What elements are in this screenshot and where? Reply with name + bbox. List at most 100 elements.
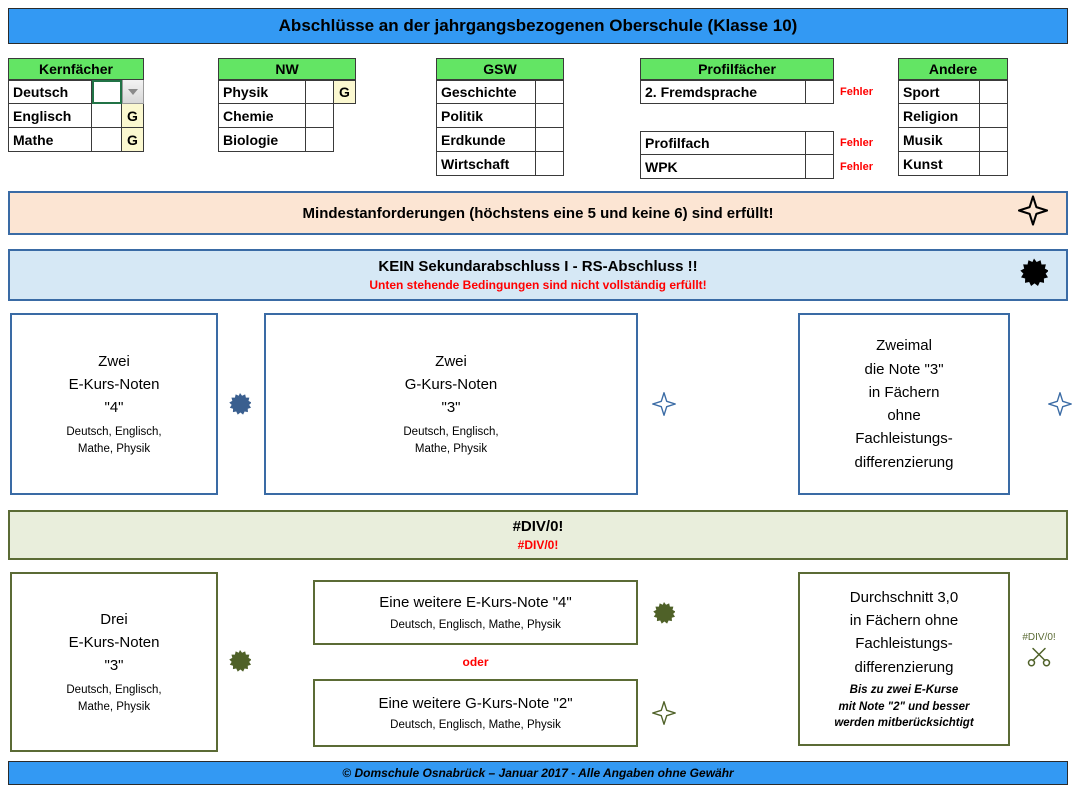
condition-line-3: in Fächern: [868, 383, 940, 401]
table-row: Profilfach Fehler: [640, 131, 890, 155]
sparkle-outline-icon: [652, 392, 676, 416]
condition-line-1: Durchschnitt 3,0: [849, 588, 959, 606]
banner-abschluss-status: KEIN Sekundarabschluss I - RS-Abschluss …: [8, 249, 1068, 301]
table-row: Religion: [898, 104, 1008, 128]
dropdown-button-deutsch[interactable]: [122, 80, 144, 104]
table-nw-header: NW: [218, 58, 356, 80]
condition-subjects-1: Deutsch, Englisch,: [66, 683, 162, 696]
condition-line-5: Fachleistungs-: [855, 430, 953, 448]
grade-input-deutsch[interactable]: [92, 80, 122, 104]
condition-line-3: "3": [441, 399, 461, 417]
grade-input-geschichte[interactable]: [536, 80, 564, 104]
subject-label: Politik: [436, 104, 536, 128]
subject-label: Religion: [898, 104, 980, 128]
table-row: Physik G: [218, 80, 356, 104]
starburst-filled-icon: [229, 393, 251, 415]
table-row: WPK Fehler: [640, 155, 890, 179]
condition-line-4: differenzierung: [854, 658, 954, 676]
table-kernfaecher: Kernfächer Deutsch Englisch G Mathe G: [8, 58, 144, 152]
table-row: Sport: [898, 80, 1008, 104]
table-row: Deutsch: [8, 80, 144, 104]
kurs-flag-mathe: G: [122, 128, 144, 152]
condition-line-2: in Fächern ohne: [849, 612, 959, 630]
table-row: Geschichte: [436, 80, 564, 104]
starburst-filled-icon: [229, 650, 251, 672]
condition-line-6: differenzierung: [854, 453, 954, 471]
condition-note-1: Bis zu zwei E-Kurse: [849, 683, 959, 696]
sparkle-outline-icon: [1017, 195, 1049, 231]
condition-subjects-1: Deutsch, Englisch, Mathe, Physik: [390, 719, 561, 731]
div-error-label: #DIV/0!: [1022, 632, 1056, 643]
banner-abschluss-line1: KEIN Sekundarabschluss I - RS-Abschluss …: [378, 258, 698, 275]
table-nw: NW Physik G Chemie Biologie: [218, 58, 356, 152]
sparkle-outline-icon: [652, 701, 676, 725]
grade-input-wirtschaft[interactable]: [536, 152, 564, 176]
grade-input-kunst[interactable]: [980, 152, 1008, 176]
condition-line-3: Fachleistungs-: [855, 635, 953, 653]
subject-label: Chemie: [218, 104, 306, 128]
kurs-flag-physik: G: [334, 80, 356, 104]
condition-line-1: Drei: [100, 610, 128, 628]
condition-line-1: Zweimal: [876, 337, 932, 355]
grade-input-erdkunde[interactable]: [536, 128, 564, 152]
condition-line-3: "4": [104, 399, 124, 417]
grade-input-musik[interactable]: [980, 128, 1008, 152]
starburst-filled-icon: [1020, 258, 1049, 292]
grade-input-sport[interactable]: [980, 80, 1008, 104]
grade-input-wpk[interactable]: [806, 155, 834, 179]
condition-box-durchschnitt: Durchschnitt 3,0 in Fächern ohne Fachlei…: [798, 572, 1010, 746]
condition-line-1: Eine weitere E-Kurs-Note "4": [379, 594, 572, 612]
condition-line-1: Eine weitere G-Kurs-Note "2": [378, 694, 573, 712]
grade-input-profilfach[interactable]: [806, 131, 834, 155]
table-row: Wirtschaft: [436, 152, 564, 176]
subject-label: Sport: [898, 80, 980, 104]
grade-input-englisch[interactable]: [92, 104, 122, 128]
grade-input-politik[interactable]: [536, 104, 564, 128]
condition-line-1: Zwei: [435, 352, 467, 370]
condition-subjects-2: Mathe, Physik: [414, 442, 488, 455]
marker-blue-2: [650, 390, 678, 418]
condition-box-zwei-g-kurs: Zwei G-Kurs-Noten "3" Deutsch, Englisch,…: [264, 313, 638, 495]
grade-input-chemie[interactable]: [306, 104, 334, 128]
error-label-wpk: Fehler: [840, 161, 874, 173]
grade-input-religion[interactable]: [980, 104, 1008, 128]
condition-note-2: mit Note "2" und besser: [838, 700, 970, 713]
grade-input-physik[interactable]: [306, 80, 334, 104]
oder-separator-label: oder: [462, 655, 489, 669]
table-andere-header: Andere: [898, 58, 1008, 80]
footer-copyright: © Domschule Osnabrück – Januar 2017 - Al…: [8, 761, 1068, 785]
table-row: Erdkunde: [436, 128, 564, 152]
table-profilfach-wpk: Profilfach Fehler WPK Fehler: [640, 131, 890, 179]
table-kernfaecher-header: Kernfächer: [8, 58, 144, 80]
banner-mindestanforderungen: Mindestanforderungen (höchstens eine 5 u…: [8, 191, 1068, 235]
starburst-filled-icon: [653, 602, 675, 624]
marker-blue-1: [226, 390, 254, 418]
marker-blue-3: [1046, 390, 1074, 418]
spacer-cell: [334, 128, 356, 152]
banner-div-error: #DIV/0! #DIV/0!: [8, 510, 1068, 560]
condition-line-3: "3": [104, 657, 124, 675]
table-row: Politik: [436, 104, 564, 128]
subject-label: Kunst: [898, 152, 980, 176]
condition-line-2: die Note "3": [864, 360, 944, 378]
subject-label: Erdkunde: [436, 128, 536, 152]
spacer-cell: [334, 104, 356, 128]
subject-label: Englisch: [8, 104, 92, 128]
subject-label: Profilfach: [640, 131, 806, 155]
table-row: Musik: [898, 128, 1008, 152]
condition-line-1: Zwei: [98, 352, 130, 370]
table-row: Mathe G: [8, 128, 144, 152]
table-gsw: GSW Geschichte Politik Erdkunde Wirtscha…: [436, 58, 564, 176]
condition-box-weitere-g-kurs: Eine weitere G-Kurs-Note "2" Deutsch, En…: [313, 679, 638, 747]
grade-input-biologie[interactable]: [306, 128, 334, 152]
error-label-profilfach: Fehler: [840, 137, 874, 149]
condition-subjects-1: Deutsch, Englisch, Mathe, Physik: [390, 618, 561, 631]
marker-green-2a: [650, 599, 678, 627]
condition-line-2: E-Kurs-Noten: [68, 376, 160, 394]
condition-subjects-2: Mathe, Physik: [77, 442, 151, 455]
condition-line-2: G-Kurs-Noten: [404, 376, 498, 394]
grade-input-mathe[interactable]: [92, 128, 122, 152]
chevron-down-icon: [128, 88, 138, 95]
grade-input-fremdsprache[interactable]: [806, 80, 834, 104]
